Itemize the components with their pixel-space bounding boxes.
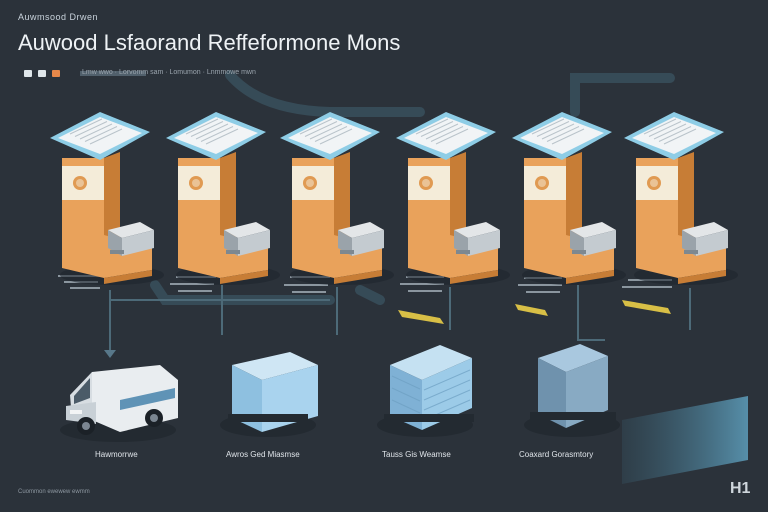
page-title: Auwood Lsfaorand Reffeformone Mons — [18, 30, 401, 55]
legend-dot-light-1 — [24, 70, 32, 77]
top-label: Auwmsood Drwen — [18, 12, 99, 22]
legend — [24, 70, 60, 77]
bottom-row — [60, 344, 620, 442]
bottom-label-cold-storage: Awros Ged Miasmse — [226, 450, 300, 459]
sub-caption: Lmw wwo · Lorvomm sam · Lomumon · Lnmmow… — [82, 69, 256, 76]
tag-2 — [515, 304, 548, 316]
connector-lines — [109, 285, 691, 352]
yellow-tags — [398, 300, 671, 324]
bottom-label-server: Coaxard Gorasmtory — [519, 450, 594, 459]
tower-2 — [166, 112, 280, 285]
tag-1 — [398, 310, 444, 324]
glass-panel — [622, 396, 748, 484]
legend-dot-orange — [52, 70, 60, 77]
tower-3 — [280, 112, 394, 285]
tower-row — [50, 112, 738, 285]
server-box-icon — [524, 344, 620, 437]
corner-badge: H1 — [730, 480, 751, 497]
cold-storage-cube-icon — [220, 352, 318, 437]
connector-arrowheads — [104, 350, 116, 358]
delivery-van-icon — [60, 365, 178, 442]
tag-3 — [622, 300, 671, 314]
legend-dot-light-2 — [38, 70, 46, 77]
footer-text: Cuommon ewewew ewmm — [18, 489, 90, 495]
tower-6 — [624, 112, 738, 285]
legend-bar — [80, 71, 146, 76]
tower-1 — [50, 112, 164, 285]
warehouse-stack-icon — [377, 345, 474, 437]
tower-5 — [512, 112, 626, 285]
bottom-label-van: Hawmorrwe — [95, 450, 138, 459]
tower-4 — [396, 112, 510, 285]
bottom-label-warehouse: Tauss Gis Weamse — [382, 450, 451, 459]
